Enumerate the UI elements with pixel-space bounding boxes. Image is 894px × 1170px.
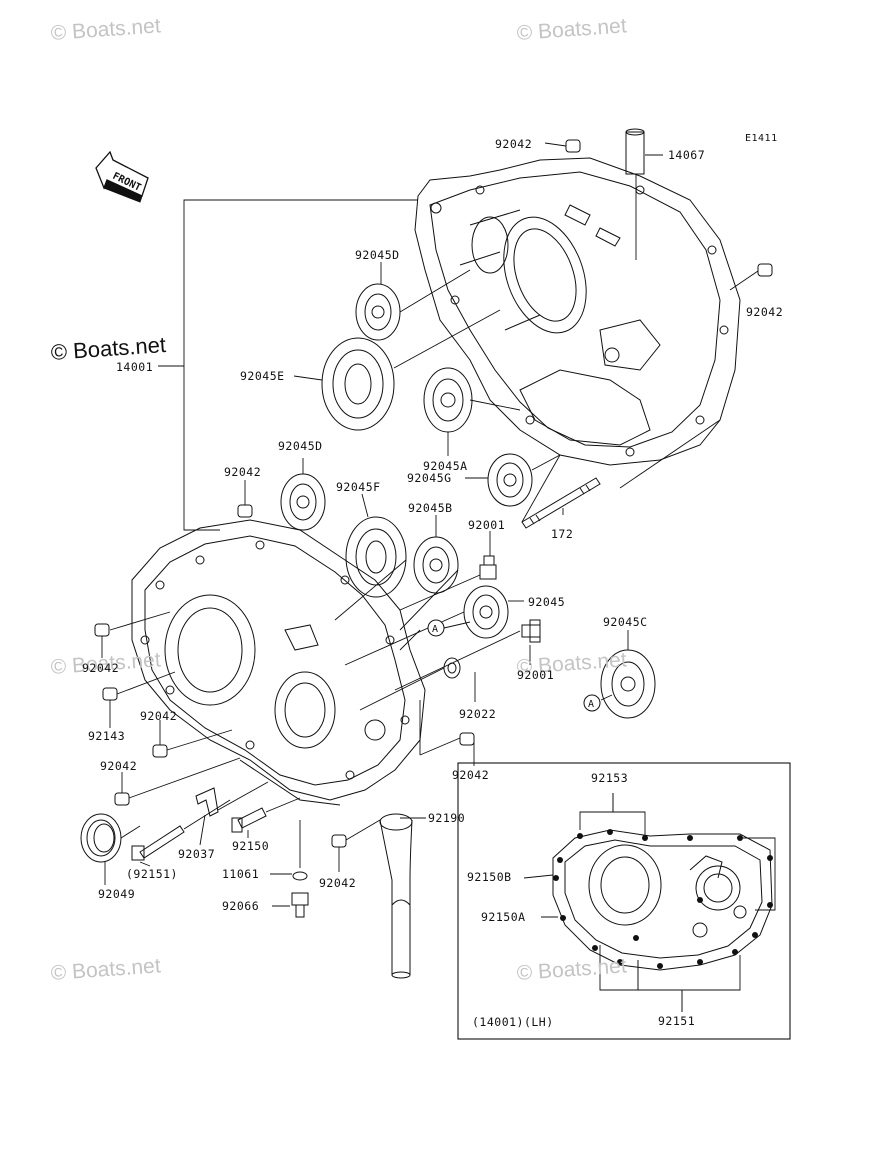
figure-code: E1411 <box>745 133 778 144</box>
assembly-bracket-14001 <box>158 199 418 531</box>
part-label[interactable]: 92022 <box>459 707 497 721</box>
part-label[interactable]: 92045D <box>278 439 323 453</box>
part-label[interactable]: 92150 <box>232 839 270 853</box>
part-label[interactable]: 92151 <box>658 1014 696 1028</box>
part-label[interactable]: 92042 <box>452 768 490 782</box>
part-label[interactable]: 92042 <box>140 709 178 723</box>
washer-92022 <box>443 657 461 679</box>
reference-marker-a-2: A <box>583 694 601 712</box>
part-label[interactable]: 92045E <box>240 369 285 383</box>
part-label[interactable]: 92150B <box>467 870 512 884</box>
part-label[interactable]: 92001 <box>468 518 506 532</box>
part-label[interactable]: 92042 <box>319 876 357 890</box>
part-label[interactable]: 92037 <box>178 847 216 861</box>
part-label[interactable]: 172 <box>551 527 574 541</box>
fitting-92150 <box>231 807 267 833</box>
dowel-pins <box>94 128 773 848</box>
part-label[interactable]: 92045G <box>407 471 452 485</box>
inset-caption: (14001)(LH) <box>472 1015 554 1029</box>
right-crankcase-half <box>414 157 741 466</box>
left-crankcase-half <box>131 519 426 806</box>
plug-92001-top <box>479 555 497 580</box>
part-label[interactable]: (92151) <box>126 867 178 881</box>
bearing-92045E <box>321 337 395 431</box>
part-label[interactable]: 92049 <box>98 887 136 901</box>
reference-marker-a-1: A <box>427 619 445 637</box>
part-label[interactable]: 92045A <box>423 459 468 473</box>
part-label[interactable]: 11061 <box>222 867 260 881</box>
part-label[interactable]: 92066 <box>222 899 260 913</box>
part-label[interactable]: 92042 <box>100 759 138 773</box>
part-label[interactable]: 92045C <box>603 615 648 629</box>
part-label[interactable]: 92042 <box>746 305 784 319</box>
stud-172 <box>521 477 601 529</box>
bearing-92045D-mid <box>280 473 326 531</box>
part-label[interactable]: 92143 <box>88 729 126 743</box>
washer-11061 <box>292 871 308 881</box>
part-label[interactable]: 92045D <box>355 248 400 262</box>
part-label[interactable]: 92045 <box>528 595 566 609</box>
part-label[interactable]: 92153 <box>591 771 629 785</box>
part-label[interactable]: 92042 <box>82 661 120 675</box>
breather-hose-92190 <box>379 813 413 979</box>
oil-seal-92049 <box>80 813 122 863</box>
part-label[interactable]: 92190 <box>428 811 466 825</box>
part-label[interactable]: 14001 <box>116 360 154 374</box>
inset-box <box>457 762 791 1040</box>
svg-text:A: A <box>432 624 438 635</box>
bearing-92045B <box>413 536 459 594</box>
part-label[interactable]: 92045B <box>408 501 453 515</box>
part-label[interactable]: 92001 <box>517 668 555 682</box>
bearing-92045C <box>600 649 656 719</box>
part-label[interactable]: 92042 <box>495 137 533 151</box>
bearing-92045G <box>487 453 533 507</box>
bearing-92045D-top <box>355 283 401 341</box>
inset-bolt-holes <box>553 829 773 969</box>
front-arrow-icon: FRONT <box>95 150 149 203</box>
bearing-92045 <box>463 585 509 639</box>
bracket-92037 <box>195 787 219 817</box>
bearing-92045A <box>423 367 473 433</box>
part-label[interactable]: 92150A <box>481 910 526 924</box>
svg-text:A: A <box>588 699 594 710</box>
part-label[interactable]: 92045F <box>336 480 381 494</box>
plug-92001-right <box>521 619 541 643</box>
part-label[interactable]: 14067 <box>668 148 706 162</box>
bolt-92151 <box>131 825 185 861</box>
part-label[interactable]: 92042 <box>224 465 262 479</box>
leader-lines <box>101 142 759 907</box>
drain-plug-92066 <box>291 892 309 918</box>
